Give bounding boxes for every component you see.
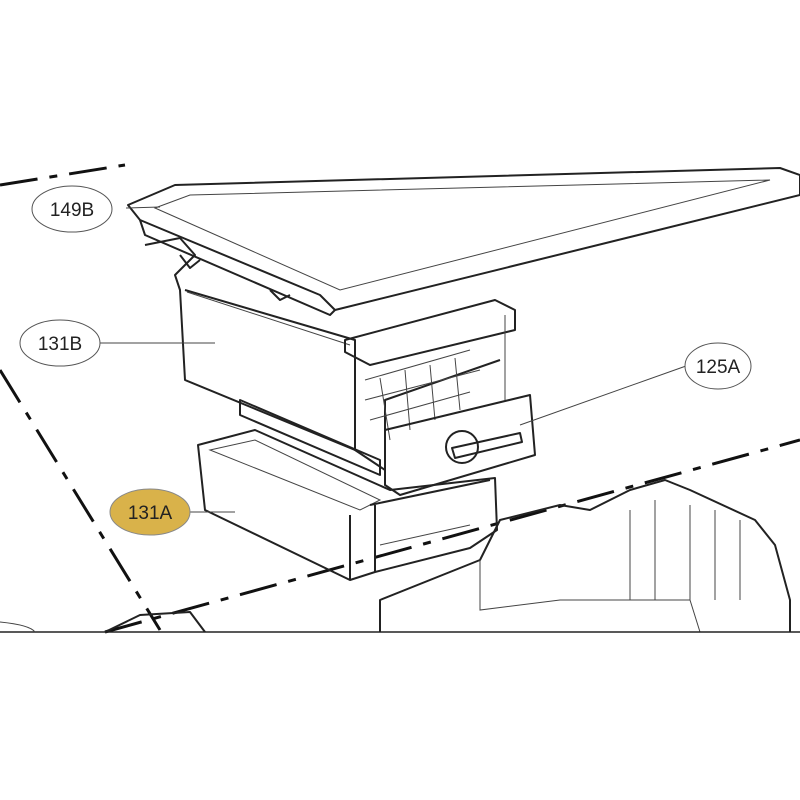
freezer-housing bbox=[0, 479, 800, 633]
ice-tray-131A bbox=[197, 429, 498, 581]
callout-149B[interactable]: 149B bbox=[31, 185, 113, 233]
shelf-149B bbox=[127, 167, 800, 316]
callout-125A[interactable]: 125A bbox=[684, 342, 752, 390]
callout-label: 131B bbox=[38, 334, 82, 355]
boundary-line bbox=[104, 438, 800, 634]
ice-maker-125A bbox=[344, 299, 536, 496]
ice-bin-131B bbox=[144, 237, 381, 476]
leader-line-149B bbox=[125, 206, 161, 209]
callout-131A-highlighted[interactable]: 131A bbox=[109, 488, 191, 536]
callout-label: 131A bbox=[128, 503, 173, 524]
callout-label: 125A bbox=[696, 357, 741, 378]
callout-label: 149B bbox=[50, 200, 94, 221]
callout-131B[interactable]: 131B bbox=[19, 319, 101, 367]
boundary-line bbox=[0, 369, 162, 631]
leader-line-125A bbox=[519, 365, 687, 426]
boundary-line bbox=[0, 163, 126, 187]
